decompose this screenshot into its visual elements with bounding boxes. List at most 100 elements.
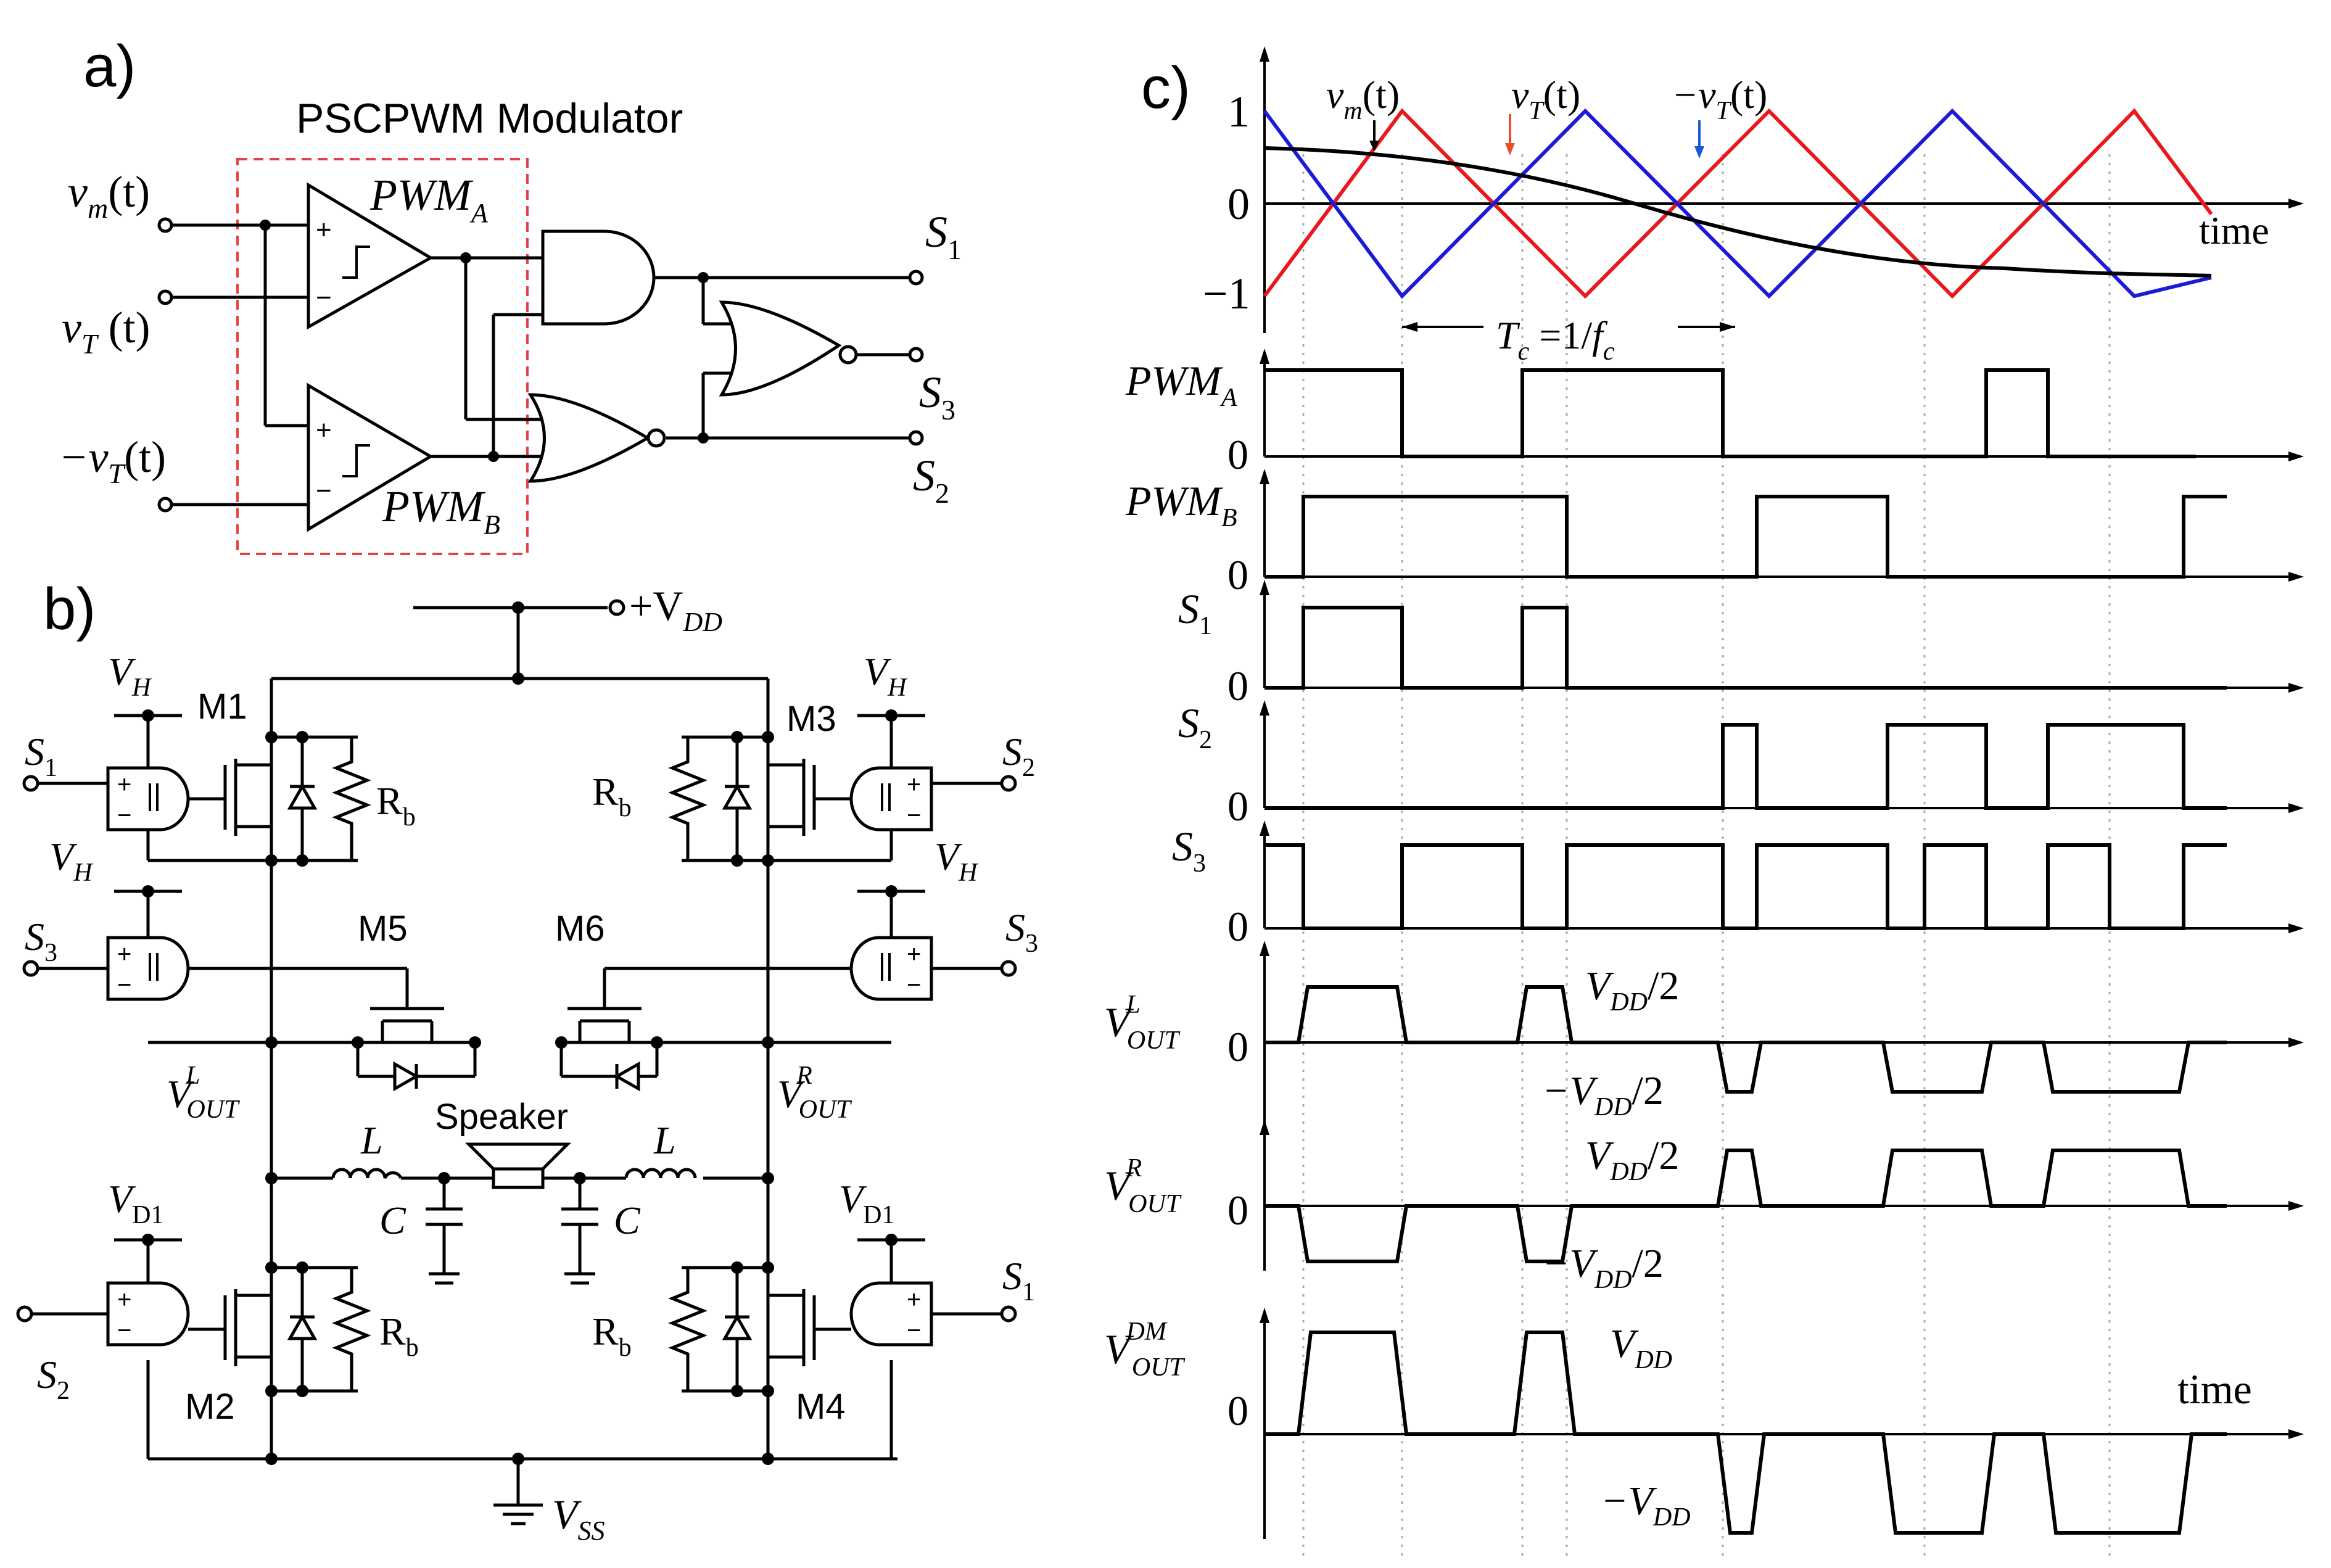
svg-text:S1: S1 xyxy=(925,207,962,265)
svg-text:Tc =1/fc: Tc =1/fc xyxy=(1496,313,1615,366)
row-zeros: 0 0 0 0 0 0 0 0 xyxy=(1227,431,1248,1434)
comparator-b: + − PWMB xyxy=(307,382,500,540)
panel-c-label: c) xyxy=(1141,55,1190,121)
svg-text:C: C xyxy=(379,1199,406,1242)
svg-text:−: − xyxy=(316,283,332,313)
panel-b-label: b) xyxy=(43,576,96,642)
nor-gate-bottom xyxy=(527,393,666,483)
svg-text:0: 0 xyxy=(1227,903,1248,950)
svg-text:+: + xyxy=(117,771,131,798)
svg-text:vT (t): vT (t) xyxy=(62,303,151,360)
input-labels: vm(t) vT (t) −vT(t) xyxy=(59,167,166,489)
svg-text:PWMA: PWMA xyxy=(1125,357,1237,412)
panel-a-label: a) xyxy=(83,33,136,99)
carrier-neg-vt xyxy=(1263,108,2212,299)
svg-text:0: 0 xyxy=(1227,551,1248,598)
and-gate xyxy=(541,229,656,326)
svg-text:+: + xyxy=(907,941,921,968)
svg-text:VDD/2: VDD/2 xyxy=(1585,1133,1679,1186)
svg-text:−: − xyxy=(117,802,131,829)
level-labels: VDD/2 −VDD/2 VDD/2 −VDD/2 VDD −VDD xyxy=(1542,963,1691,1532)
svg-text:−vT(t): −vT(t) xyxy=(1672,73,1767,125)
svg-text:−1: −1 xyxy=(1203,269,1250,318)
svg-text:S2: S2 xyxy=(37,1353,70,1405)
time-gridlines xyxy=(1302,154,2111,1561)
svg-text:VH: VH xyxy=(934,835,979,887)
modulator-title: PSCPWM Modulator xyxy=(296,95,683,142)
svg-text:C: C xyxy=(614,1199,641,1242)
svg-text:0: 0 xyxy=(1227,179,1250,229)
axis-arrowheads xyxy=(1260,46,2304,1439)
svg-text:−: − xyxy=(316,476,332,506)
bridge-terminals xyxy=(16,599,1017,1322)
svg-text:+: + xyxy=(117,941,131,968)
svg-text:S1: S1 xyxy=(25,730,57,782)
svg-text:Rb: Rb xyxy=(592,1310,632,1362)
svg-text:S1: S1 xyxy=(1002,1254,1035,1306)
gate-drivers xyxy=(106,766,933,1347)
svg-text:Rb: Rb xyxy=(376,779,416,831)
svg-text:Speaker: Speaker xyxy=(435,1097,568,1137)
svg-text:0: 0 xyxy=(1227,783,1248,830)
svg-text:M4: M4 xyxy=(796,1387,846,1427)
svg-text:0: 0 xyxy=(1227,1023,1248,1070)
svg-text:−: − xyxy=(907,1317,921,1344)
svg-text:+: + xyxy=(316,415,332,445)
svg-text:−VDD/2: −VDD/2 xyxy=(1542,1241,1664,1294)
modulator-junctions xyxy=(260,220,709,462)
carrier-arrows xyxy=(1369,114,1735,332)
nor-gate-right xyxy=(719,300,858,397)
svg-text:VD1: VD1 xyxy=(839,1177,894,1229)
svg-text:PWMB: PWMB xyxy=(1125,477,1237,532)
svg-text:0: 0 xyxy=(1227,431,1248,478)
svg-text:+: + xyxy=(316,215,332,245)
svg-text:vm(t): vm(t) xyxy=(68,167,150,224)
svg-text:M2: M2 xyxy=(185,1387,235,1427)
svg-text:−VDD/2: −VDD/2 xyxy=(1542,1068,1664,1121)
svg-text:S2: S2 xyxy=(1178,699,1212,754)
svg-text:Rb: Rb xyxy=(379,1310,419,1362)
carrier-ticks: 1 0 −1 xyxy=(1203,87,1250,318)
svg-text:−vT(t): −vT(t) xyxy=(59,432,166,489)
svg-text:VSS: VSS xyxy=(552,1491,605,1546)
body-diodes-and-resistors xyxy=(287,737,753,1391)
svg-text:VH: VH xyxy=(49,835,94,887)
svg-text:0: 0 xyxy=(1227,662,1248,709)
svg-text:S3: S3 xyxy=(919,368,955,426)
svg-text:time: time xyxy=(2199,208,2269,252)
svg-text:S1: S1 xyxy=(1178,585,1212,640)
svg-text:+: + xyxy=(117,1286,131,1313)
modulating-signal-vm xyxy=(1264,146,2212,278)
panel-c: c) xyxy=(1104,46,2304,1561)
svg-text:−: − xyxy=(907,972,921,999)
svg-text:+: + xyxy=(907,771,921,798)
svg-text:−: − xyxy=(117,972,131,999)
svg-text:L: L xyxy=(653,1118,676,1162)
svg-text:1: 1 xyxy=(1227,87,1250,136)
svg-text:+VDD: +VDD xyxy=(629,582,722,637)
svg-text:VDD/2: VDD/2 xyxy=(1585,963,1679,1017)
panel-a: a) PSCPWM Modulator vm(t) vT (t) −vT(t) xyxy=(59,33,962,555)
bridge-wires xyxy=(31,606,1002,1525)
power-mosfets xyxy=(223,759,816,1366)
svg-text:vm(t): vm(t) xyxy=(1326,73,1400,125)
svg-text:0: 0 xyxy=(1227,1187,1248,1234)
comparator-a: + − PWMA xyxy=(307,170,489,330)
svg-text:−: − xyxy=(907,802,921,829)
carrier-labels: vm(t) vT(t) −vT(t) time Tc =1/fc xyxy=(1326,73,2269,366)
svg-text:PWMB: PWMB xyxy=(382,482,500,540)
svg-text:−: − xyxy=(117,1317,131,1344)
svg-text:S2: S2 xyxy=(913,451,949,509)
svg-text:L: L xyxy=(360,1118,383,1162)
modulator-outputs: S1 S3 S2 xyxy=(908,207,962,509)
svg-text:S2: S2 xyxy=(1002,730,1035,782)
bridge-labels: +VDD VSS VH VH VH VH VD1 VD1 M1 M3 M2 M4… xyxy=(25,582,1038,1546)
carrier-vt xyxy=(1263,108,2213,299)
svg-text:Rb: Rb xyxy=(592,770,632,822)
